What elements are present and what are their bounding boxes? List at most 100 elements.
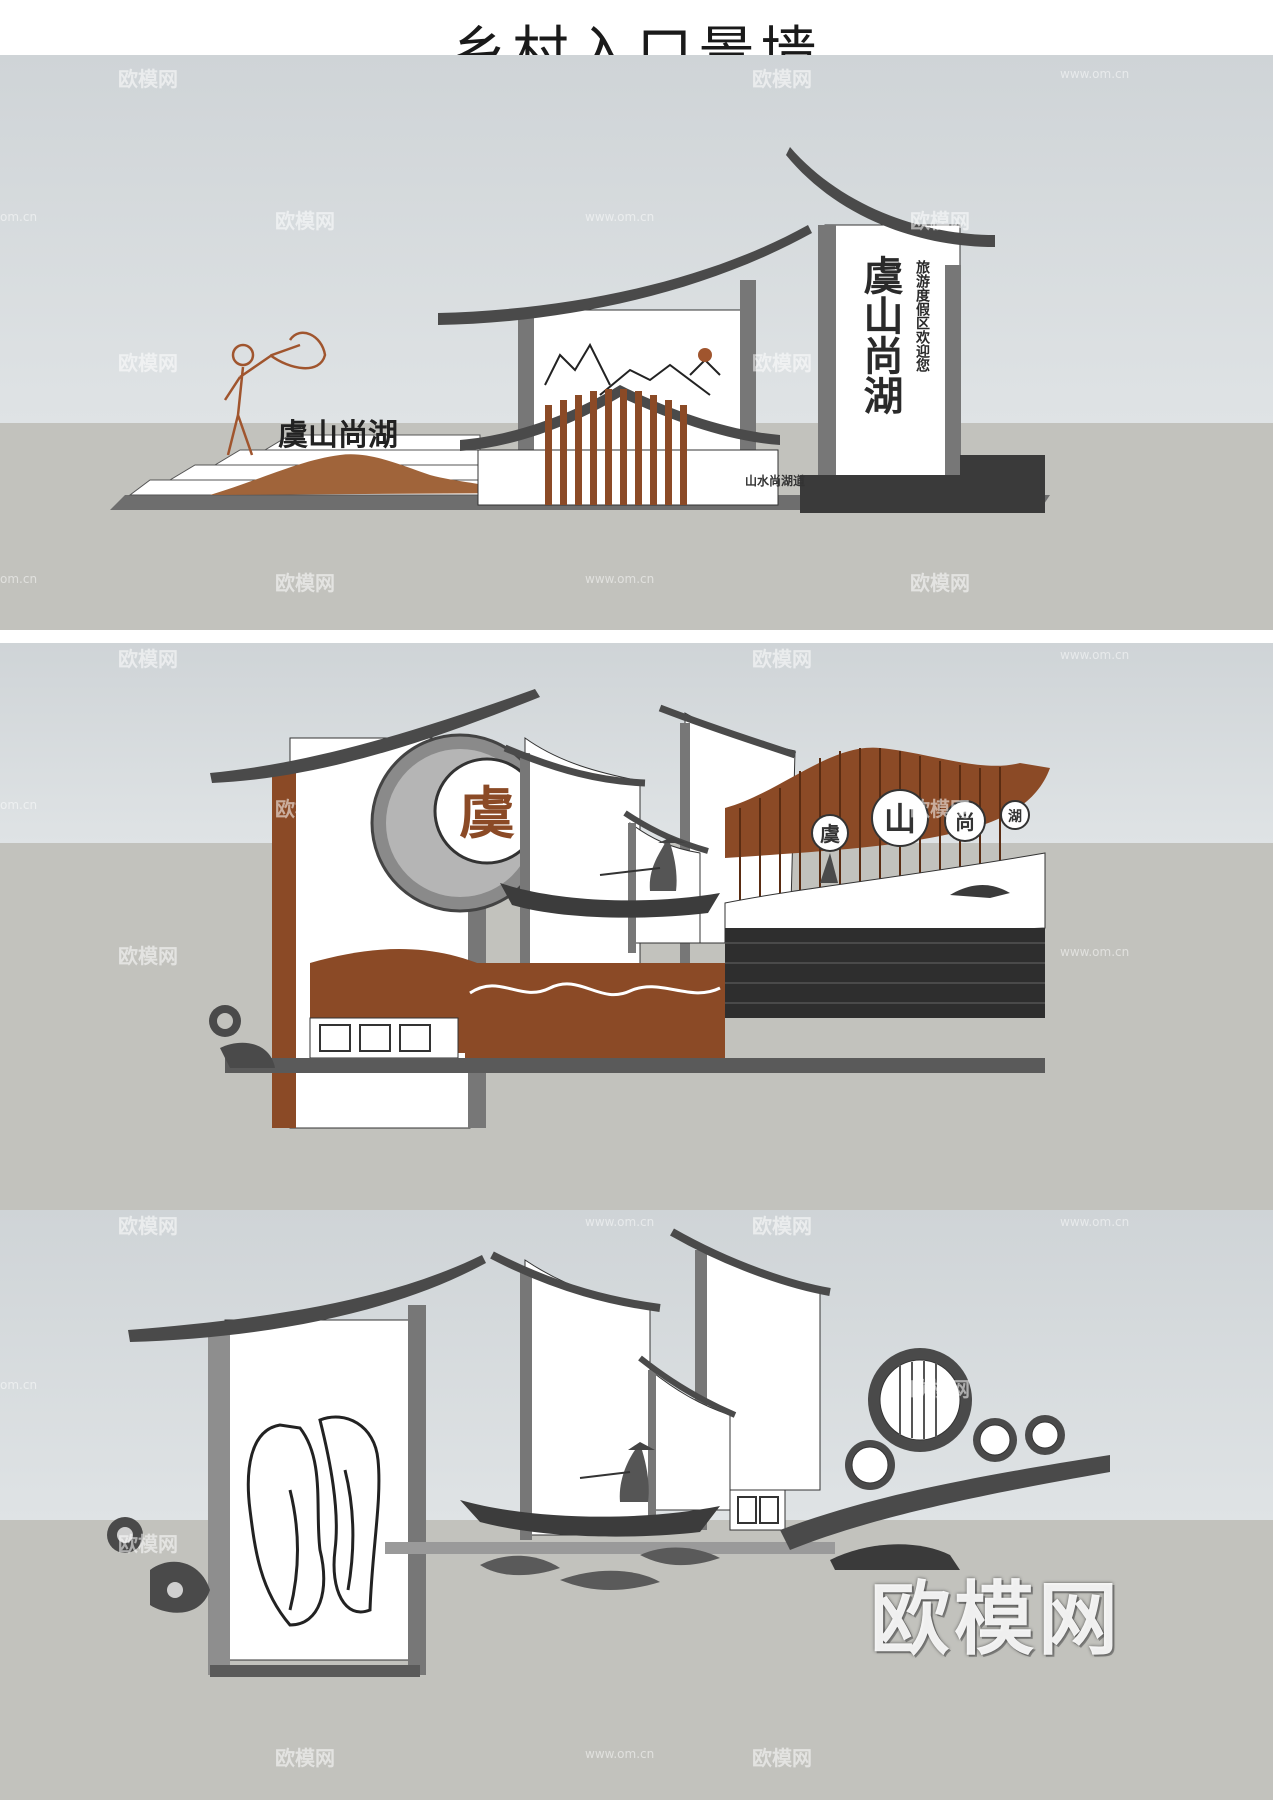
- tall-sign-wall: [824, 224, 961, 501]
- figure-sculpture: [223, 331, 327, 456]
- sail-roof: [658, 704, 797, 759]
- cloud-pattern: [480, 1547, 720, 1591]
- cloud-scroll-eye: [117, 1527, 133, 1543]
- watermark-logo: 欧模网: [752, 351, 812, 375]
- mast: [520, 1270, 532, 1540]
- curved-roof: [128, 1255, 486, 1342]
- big-watermark: 欧模网: [870, 1573, 1122, 1666]
- watermark-logo: 欧模网: [910, 797, 970, 821]
- swirl-base: [780, 1455, 1110, 1550]
- watermark-logo: 欧模网: [752, 647, 812, 671]
- tall-sign-subtext: 旅游度假区欢迎您: [914, 259, 931, 373]
- watermark-logo: 欧模网: [275, 209, 335, 233]
- watermark-logo: 欧模网: [910, 1377, 970, 1401]
- wood-slats: [545, 389, 687, 505]
- fishing-rod: [579, 1471, 631, 1479]
- small-sign-text: 山水尚湖道: [745, 473, 805, 488]
- lattice-base: [960, 455, 1045, 483]
- render-view-3: 欧模网 欧模网 www.om.cn www.om.cn 欧模网 欧模网 om.c…: [0, 1210, 1273, 1800]
- wave-char: 山: [884, 800, 916, 838]
- wave-char-medallions: 虞 山 尚 湖: [811, 789, 1030, 852]
- watermark-logo: 欧模网: [275, 571, 335, 595]
- fisherman-figure: [619, 1450, 649, 1502]
- watermark-logo: 欧模网: [910, 571, 970, 595]
- watermark-url: www.om.cn: [1060, 648, 1130, 662]
- lattice-pattern: [737, 1496, 779, 1524]
- step-4: [263, 434, 481, 451]
- tall-sign-text: 虞山尚湖: [857, 255, 904, 415]
- wave-char: 虞: [820, 822, 841, 846]
- straw-hat: [628, 1442, 655, 1450]
- watermark-logo: 欧模网: [752, 1214, 812, 1238]
- watermark-url: www.om.cn: [585, 1747, 655, 1761]
- straw-hat: [658, 837, 686, 843]
- sail-roof: [503, 744, 646, 787]
- curved-roof: [210, 689, 540, 783]
- tall-roof: [786, 147, 995, 247]
- watermark-url: www.om.cn: [585, 1215, 655, 1229]
- wave-pattern: [469, 982, 721, 997]
- wood-rockery: [210, 454, 520, 495]
- render-view-1: 虞山尚湖 虞山尚湖 旅游度假区欢迎您: [0, 55, 1273, 630]
- watermark-url: www.om.cn: [1060, 945, 1130, 959]
- cloud-scroll: [830, 1544, 960, 1570]
- wave-char: 尚: [955, 810, 975, 834]
- watermark-url: www.om.cn: [585, 572, 655, 586]
- watermark-logo: 欧模网: [118, 67, 178, 91]
- mast: [628, 823, 636, 953]
- pillar: [945, 265, 961, 510]
- round-medallion-inner: [851, 1446, 889, 1484]
- watermark-logo: 欧模网: [118, 1532, 178, 1556]
- watermark-url: om.cn: [0, 572, 38, 586]
- watermark-logo: 欧模网: [118, 351, 178, 375]
- base-platform: [210, 1665, 420, 1677]
- net-pattern: [725, 942, 1045, 1004]
- base-platform: [225, 1058, 1045, 1073]
- watermark-logo: 欧模网: [118, 944, 178, 968]
- sail-roof: [490, 1251, 661, 1312]
- medallion-slats: [899, 1361, 937, 1439]
- pillar: [518, 310, 534, 495]
- round-medallion-inner: [1031, 1421, 1059, 1449]
- watermark-url: www.om.cn: [1060, 67, 1130, 81]
- water-plank: [385, 1542, 835, 1554]
- watermark-logo: 欧模网: [275, 797, 335, 821]
- watermark-url: www.om.cn: [585, 210, 655, 224]
- round-medallion-inner: [979, 1424, 1011, 1456]
- watermark-logo: 欧模网: [910, 209, 970, 233]
- front-wall: [477, 449, 779, 506]
- lattice-net-wall: [725, 928, 1045, 1018]
- wood-lower-wall: [465, 963, 725, 1058]
- watermark-url: om.cn: [0, 798, 38, 812]
- stone-sign-text: 虞山尚湖: [278, 418, 398, 453]
- watermark-logo: 欧模网: [275, 1377, 335, 1401]
- pillar: [408, 1305, 426, 1675]
- wave-char: 湖: [1008, 809, 1022, 825]
- watermark-url: om.cn: [0, 210, 38, 224]
- entrance-wall-render-2: 虞 虞 山 尚 湖: [209, 689, 1050, 1129]
- cloud-scroll-eye: [167, 1582, 183, 1598]
- fisherman-figure: [649, 843, 677, 891]
- pillar: [208, 1335, 230, 1675]
- boat: [500, 883, 720, 918]
- lattice-pattern: [319, 1024, 431, 1052]
- render-view-2: 虞 虞 山 尚 湖: [0, 643, 1273, 1218]
- water-band: [724, 852, 1046, 944]
- curved-roof: [438, 225, 812, 325]
- watermark-logo: 欧模网: [118, 647, 178, 671]
- watermark-logo: 欧模网: [752, 67, 812, 91]
- pillar: [818, 225, 836, 510]
- watermark-url: om.cn: [0, 1378, 38, 1392]
- wood-pillar: [272, 768, 296, 1128]
- watermark-logo: 欧模网: [752, 1746, 812, 1770]
- cloud-scroll-eye: [217, 1013, 233, 1029]
- heron-sculpture: [950, 884, 1010, 898]
- front-roof: [460, 385, 780, 451]
- mast: [648, 1370, 656, 1520]
- cabbage-outline: [246, 1415, 381, 1627]
- mast: [520, 753, 530, 993]
- heron-sculpture: [820, 853, 838, 883]
- moon-char: 虞: [459, 781, 515, 847]
- cloud-scroll: [220, 1042, 275, 1068]
- sail-roof: [670, 1228, 831, 1296]
